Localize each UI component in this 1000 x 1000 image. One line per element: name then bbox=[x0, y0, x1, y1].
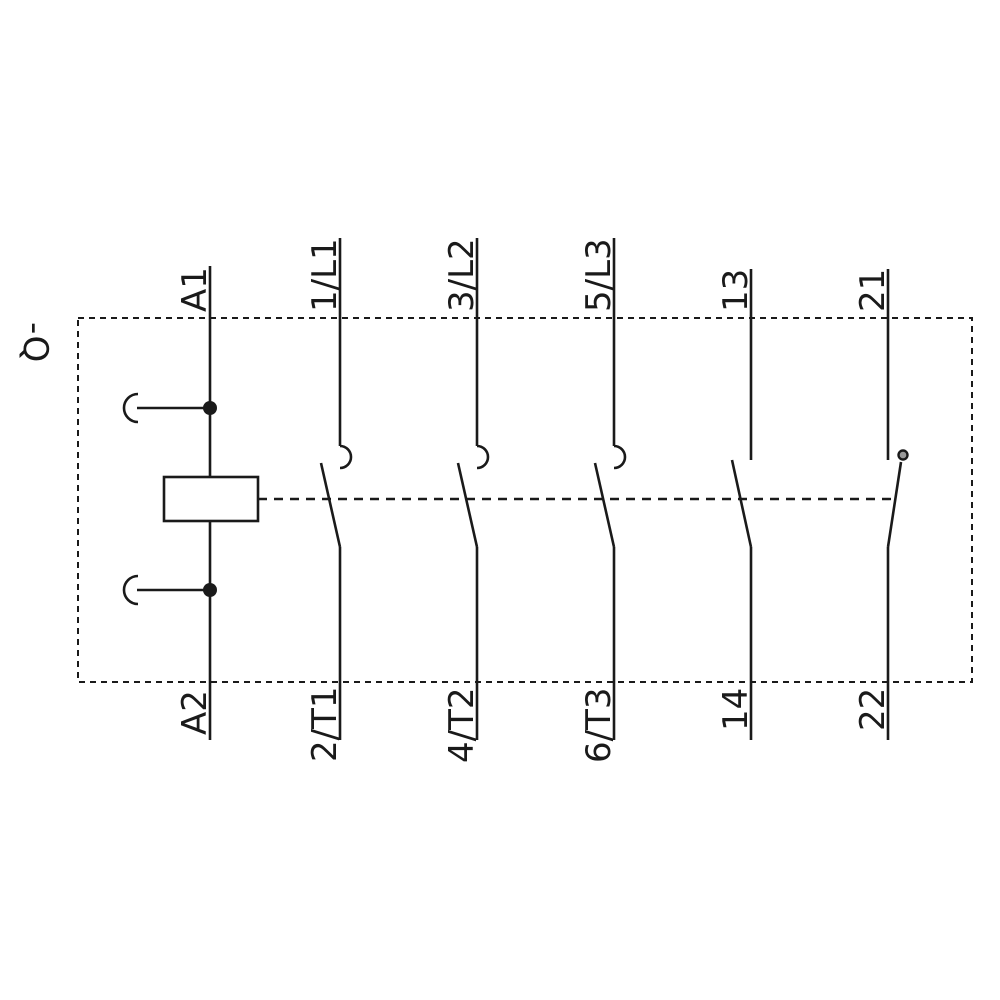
device-tag-label: -Q bbox=[15, 322, 55, 362]
nc-contact-point-icon bbox=[897, 449, 909, 461]
contact-blade bbox=[730, 459, 753, 548]
aux-nc-contact bbox=[886, 269, 909, 740]
contact-blade bbox=[319, 462, 342, 548]
terminal-label-3l2: 3/L2 bbox=[442, 238, 482, 312]
junction-dot-bottom bbox=[203, 583, 217, 597]
device-boundary-dashed-box bbox=[77, 317, 973, 683]
fixed-contact-arc-icon bbox=[613, 444, 627, 470]
terminal-label-1l1: 1/L1 bbox=[305, 238, 345, 312]
contact-blade bbox=[593, 462, 616, 548]
terminal-label-6t3: 6/T3 bbox=[579, 688, 619, 764]
terminal-label-14: 14 bbox=[716, 688, 756, 731]
terminal-label-5l3: 5/L3 bbox=[579, 238, 619, 312]
terminal-label-a1: A1 bbox=[175, 267, 215, 312]
main-pole-l1 bbox=[319, 238, 353, 740]
coil-symbol bbox=[162, 475, 260, 523]
fixed-contact-arc-icon bbox=[339, 444, 353, 470]
main-pole-l2 bbox=[456, 238, 490, 740]
plug-connection-arc-top-icon bbox=[122, 392, 139, 424]
terminal-label-21: 21 bbox=[853, 269, 893, 312]
terminal-label-13: 13 bbox=[716, 269, 756, 312]
coil-branch bbox=[122, 266, 260, 740]
terminal-labels: A1 1/L1 3/L2 5/L3 13 21 A2 2/T1 4/T2 6/T… bbox=[175, 238, 893, 763]
terminal-label-2t1: 2/T1 bbox=[305, 687, 345, 763]
contact-blade bbox=[886, 461, 903, 548]
terminal-label-a2: A2 bbox=[175, 690, 215, 735]
junction-dot-top bbox=[203, 401, 217, 415]
contact-blade bbox=[456, 462, 479, 548]
aux-no-contact bbox=[730, 269, 753, 740]
plug-connection-arc-bottom-icon bbox=[122, 574, 139, 606]
main-pole-l3 bbox=[593, 238, 627, 740]
terminal-label-22: 22 bbox=[853, 688, 893, 731]
terminal-label-4t2: 4/T2 bbox=[442, 688, 482, 764]
fixed-contact-arc-icon bbox=[476, 444, 490, 470]
